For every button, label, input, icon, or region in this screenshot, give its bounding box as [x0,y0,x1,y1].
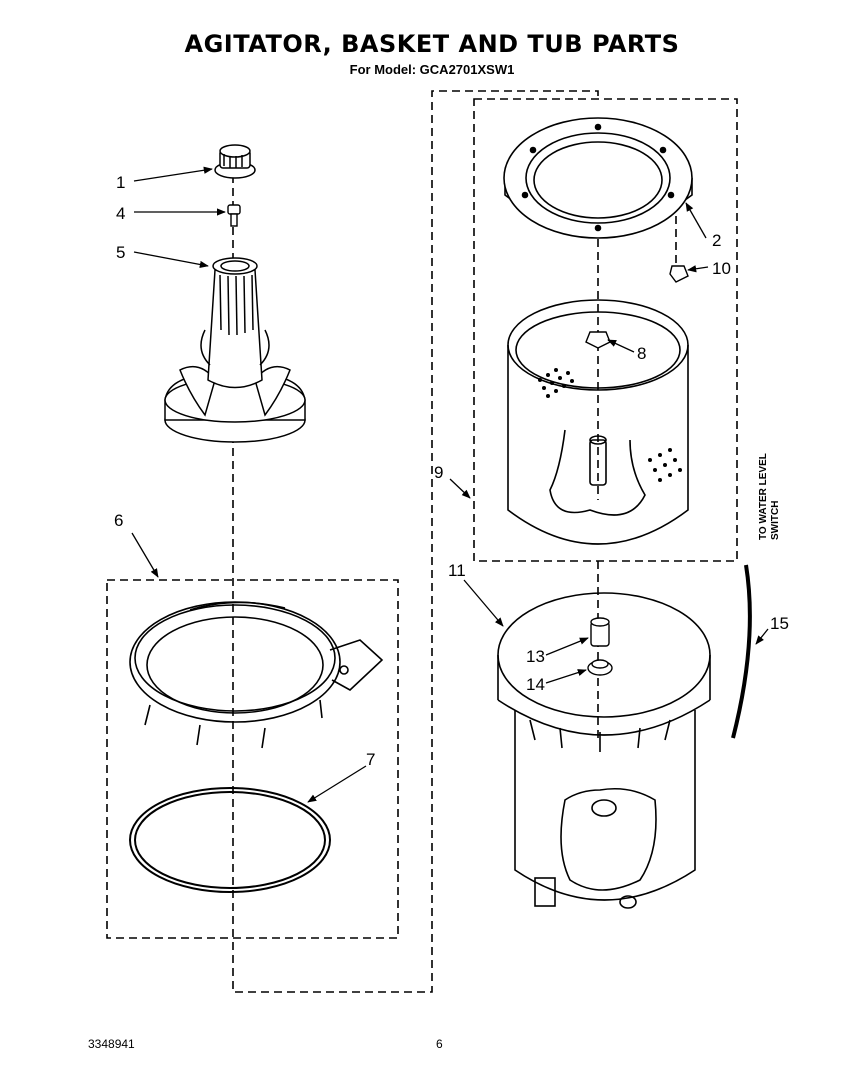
model-subtitle: For Model: GCA2701XSW1 [349,62,515,77]
document-code: 3348941 [88,1037,135,1051]
callout-15: 15 [770,614,789,633]
pressure-hose-icon [731,564,752,739]
callout-7: 7 [366,750,375,769]
callout-11: 11 [448,561,466,580]
bearing-icon [587,659,613,676]
callout-14: 14 [526,675,545,694]
tub-ring-assembly-icon [129,601,384,749]
tub-ring-group-box [106,579,399,939]
callout-labels: 1 4 5 6 7 2 10 8 9 11 13 14 15 [114,173,789,769]
callout-5: 5 [116,243,125,262]
callout-1: 1 [116,173,125,192]
callout-13: 13 [526,647,545,666]
callout-10: 10 [712,259,731,278]
spanner-nut-icon [585,331,611,349]
agitator-bolt-icon [227,204,241,227]
callout-8: 8 [637,344,646,363]
callout-4: 4 [116,204,125,223]
clip-icon [669,265,689,283]
callout-6: 6 [114,511,123,530]
seal-icon [590,617,610,647]
tub-ring-seal-icon [129,787,331,893]
side-note-line-1: TO WATER LEVEL [758,453,769,540]
agitator-cap-icon [214,144,256,179]
agitator-icon [164,257,306,443]
page-title: AGITATOR, BASKET AND TUB PARTS [184,30,680,58]
callout-2: 2 [712,231,721,250]
side-note-line-2: SWITCH [770,501,781,540]
basket-drive-hub-ring-icon [503,117,693,239]
wash-basket-icon [507,299,689,545]
water-level-switch-note: TO WATER LEVEL SWITCH [758,453,781,540]
callout-9: 9 [434,463,443,482]
outer-tub-icon [497,592,711,909]
assembly-line [232,90,599,993]
basket-group-box [473,98,738,562]
page-number: 6 [436,1037,443,1051]
